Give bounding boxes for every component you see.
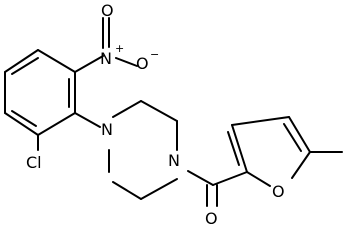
bond-skeleton [4,17,343,207]
nitro-oxygen-top-label: O [101,1,114,20]
furan-oxygen-label: O [272,182,285,201]
piperazine-nitrogen-left-label: N [101,120,113,139]
nitro-oxygen-right-charge: − [150,48,159,61]
carbonyl-oxygen-label: O [205,209,218,228]
nitro-nitrogen-charge: + [115,42,124,55]
chlorine-label: Cl [26,153,42,172]
piperazine-nitrogen-right-label: N [168,151,180,170]
nitro-nitrogen-label: N [100,49,112,68]
nitro-oxygen-right-label: O [136,54,149,73]
